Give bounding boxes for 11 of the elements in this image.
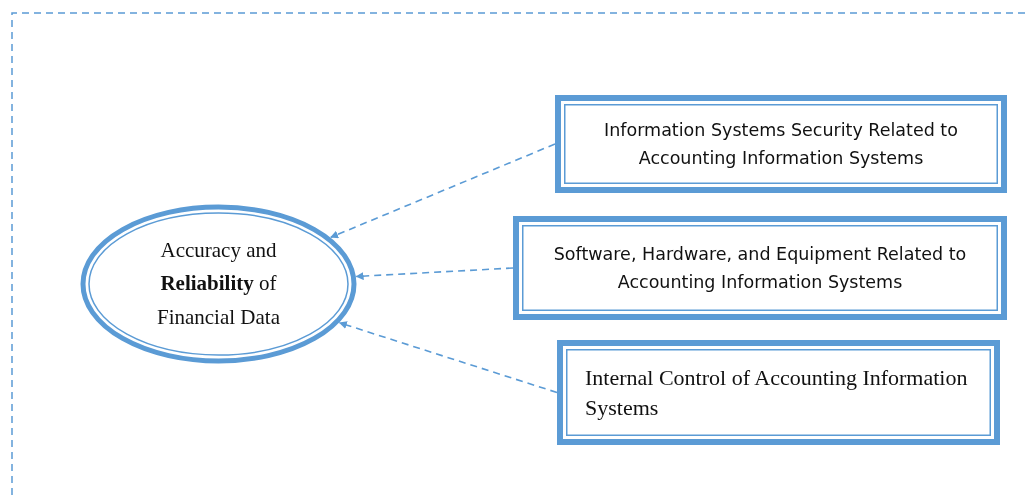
dashed-arrow [338, 321, 558, 394]
ellipse-node [80, 204, 357, 364]
node-text: Software, Hardware, and Equipment Related to Accounting Information Systems [552, 243, 968, 294]
process-box [557, 340, 1000, 445]
node-text: Internal Control of Accounting Information Systems [585, 363, 969, 422]
process-box [555, 95, 1007, 193]
node-text: Accuracy and Reliability of Financial Data [155, 236, 281, 331]
dashed-arrow [355, 267, 514, 281]
dashed-arrow [330, 143, 556, 239]
node-text: Information Systems Security Related to Accounting Information Systems [603, 119, 959, 170]
process-box [513, 216, 1007, 320]
